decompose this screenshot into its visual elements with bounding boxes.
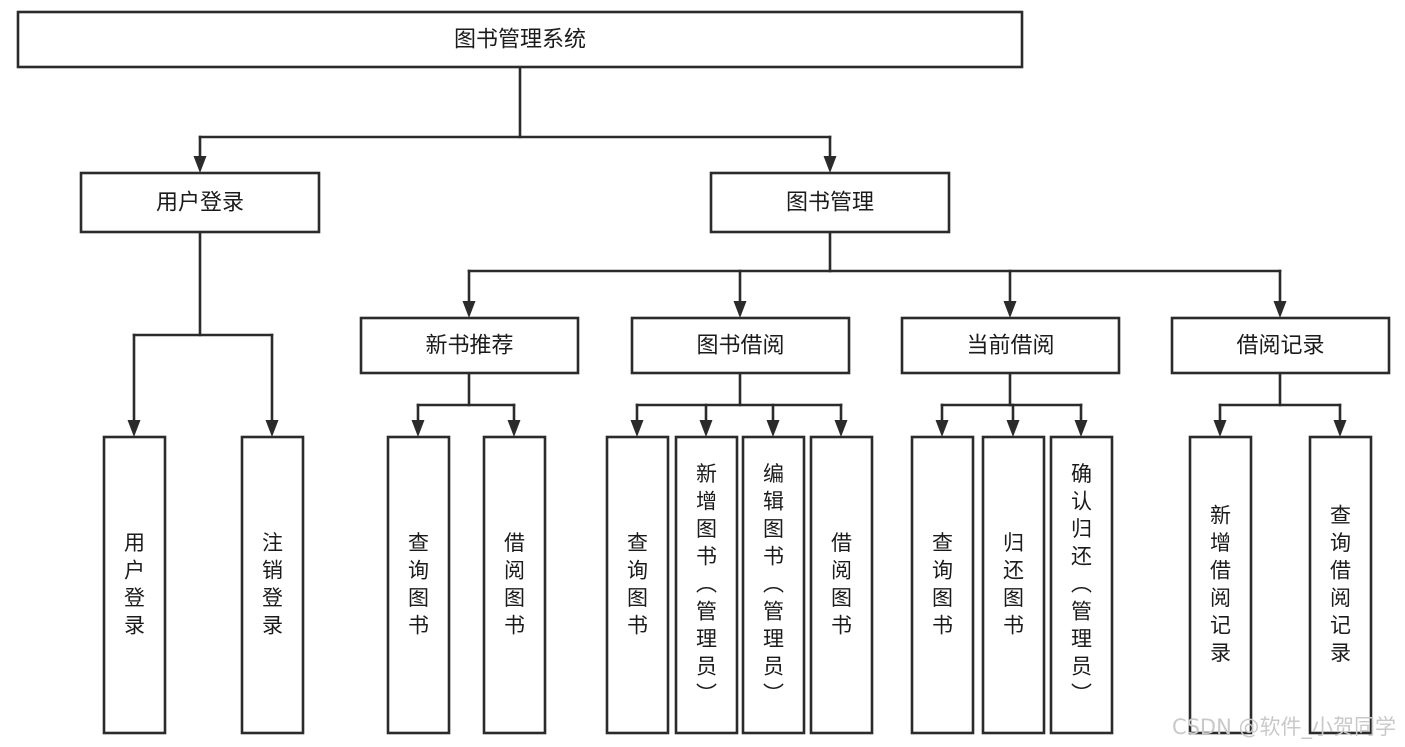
node-box-leaf-query-book-borrow[interactable] xyxy=(605,435,670,735)
node-label-leaf-query-borrow-record: 查询借阅记录 xyxy=(1330,503,1351,665)
node-label-leaf-add-book-admin: 新增图书︵管理员︶ xyxy=(696,462,717,706)
node-label-leaf-query-book-current: 查询图书 xyxy=(932,531,953,638)
node-box-leaf-add-borrow-record[interactable] xyxy=(1188,435,1253,735)
connector-group xyxy=(1213,371,1347,437)
connector-arrow-icon xyxy=(265,420,279,437)
node-box-borrow-record[interactable] xyxy=(1170,316,1391,375)
connector-layer xyxy=(127,65,1347,437)
connector-arrow-icon xyxy=(766,420,780,437)
node-box-leaf-edit-book-admin[interactable] xyxy=(741,435,806,735)
node-label-leaf-borrow-book-recommend: 借阅图书 xyxy=(504,531,525,638)
node-label-leaf-borrow-book: 借阅图书 xyxy=(831,531,852,638)
node-box-leaf-query-book-current[interactable] xyxy=(910,435,975,735)
node-label-current-borrow: 当前借阅 xyxy=(966,334,1054,359)
node-leaf-confirm-return-admin[interactable]: 确认归还︵管理员︶ xyxy=(1049,435,1114,735)
node-leaf-borrow-book-recommend[interactable]: 借阅图书 xyxy=(482,435,547,735)
node-label-book-management: 图书管理 xyxy=(786,191,874,216)
node-label-book-borrow: 图书借阅 xyxy=(696,334,784,359)
node-leaf-add-borrow-record[interactable]: 新增借阅记录 xyxy=(1188,435,1253,735)
node-label-leaf-add-borrow-record: 新增借阅记录 xyxy=(1210,503,1231,665)
csdn-watermark: CSDN @软件_小贺同学 xyxy=(1172,715,1396,740)
connector-group xyxy=(193,65,837,173)
node-leaf-borrow-book[interactable]: 借阅图书 xyxy=(809,435,874,735)
node-leaf-query-borrow-record[interactable]: 查询借阅记录 xyxy=(1308,435,1373,735)
connector-arrow-icon xyxy=(1074,420,1088,437)
node-root[interactable]: 图书管理系统 xyxy=(16,10,1024,69)
node-box-leaf-add-book-admin[interactable] xyxy=(674,435,739,735)
node-leaf-logout[interactable]: 注销登录 xyxy=(240,435,305,735)
node-box-leaf-query-book-recommend[interactable] xyxy=(386,435,451,735)
connector-arrow-icon xyxy=(733,301,747,318)
node-box-new-book-recommend[interactable] xyxy=(359,316,580,375)
connector-arrow-icon xyxy=(630,420,644,437)
node-label-leaf-user-login: 用户登录 xyxy=(124,531,145,638)
connector-arrow-icon xyxy=(1006,420,1020,437)
node-leaf-query-book-borrow[interactable]: 查询图书 xyxy=(605,435,670,735)
connector-arrow-icon xyxy=(1273,301,1287,318)
connector-arrow-icon xyxy=(699,420,713,437)
connector-arrow-icon xyxy=(1213,420,1227,437)
connector-arrow-icon xyxy=(507,420,521,437)
node-leaf-add-book-admin[interactable]: 新增图书︵管理员︶ xyxy=(674,435,739,735)
node-box-book-management[interactable] xyxy=(709,171,951,234)
connector-group xyxy=(127,230,279,437)
node-layer: 图书管理系统用户登录图书管理新书推荐图书借阅当前借阅借阅记录用户登录注销登录查询… xyxy=(16,10,1391,735)
node-box-user-login[interactable] xyxy=(79,171,321,234)
connector-group xyxy=(462,230,1287,318)
node-leaf-edit-book-admin[interactable]: 编辑图书︵管理员︶ xyxy=(741,435,806,735)
node-label-new-book-recommend: 新书推荐 xyxy=(425,334,513,359)
node-borrow-record[interactable]: 借阅记录 xyxy=(1170,316,1391,375)
connector-group xyxy=(630,371,848,437)
node-label-borrow-record: 借阅记录 xyxy=(1236,334,1324,359)
connector-arrow-icon xyxy=(193,156,207,173)
connector-arrow-icon xyxy=(462,301,476,318)
connector-arrow-icon xyxy=(823,156,837,173)
connector-arrow-icon xyxy=(834,420,848,437)
node-box-leaf-user-login[interactable] xyxy=(102,435,167,735)
connector-arrow-icon xyxy=(1003,301,1017,318)
node-book-borrow[interactable]: 图书借阅 xyxy=(630,316,851,375)
node-label-leaf-logout: 注销登录 xyxy=(262,531,283,638)
node-label-user-login: 用户登录 xyxy=(156,191,244,216)
node-label-leaf-query-book-recommend: 查询图书 xyxy=(408,531,429,638)
connector-group xyxy=(935,371,1088,437)
node-box-leaf-borrow-book-recommend[interactable] xyxy=(482,435,547,735)
node-box-leaf-logout[interactable] xyxy=(240,435,305,735)
node-leaf-user-login[interactable]: 用户登录 xyxy=(102,435,167,735)
node-label-leaf-edit-book-admin: 编辑图书︵管理员︶ xyxy=(763,462,784,706)
node-leaf-query-book-recommend[interactable]: 查询图书 xyxy=(386,435,451,735)
node-leaf-query-book-current[interactable]: 查询图书 xyxy=(910,435,975,735)
node-box-leaf-confirm-return-admin[interactable] xyxy=(1049,435,1114,735)
node-new-book-recommend[interactable]: 新书推荐 xyxy=(359,316,580,375)
node-current-borrow[interactable]: 当前借阅 xyxy=(900,316,1121,375)
node-box-leaf-borrow-book[interactable] xyxy=(809,435,874,735)
node-label-root: 图书管理系统 xyxy=(454,28,586,53)
node-box-current-borrow[interactable] xyxy=(900,316,1121,375)
connector-arrow-icon xyxy=(1333,420,1347,437)
node-box-leaf-return-book[interactable] xyxy=(981,435,1046,735)
node-box-leaf-query-borrow-record[interactable] xyxy=(1308,435,1373,735)
connector-arrow-icon xyxy=(935,420,949,437)
node-user-login[interactable]: 用户登录 xyxy=(79,171,321,234)
connector-arrow-icon xyxy=(127,420,141,437)
connector-arrow-icon xyxy=(411,420,425,437)
node-label-leaf-return-book: 归还图书 xyxy=(1003,531,1024,638)
node-book-management[interactable]: 图书管理 xyxy=(709,171,951,234)
node-box-book-borrow[interactable] xyxy=(630,316,851,375)
node-leaf-return-book[interactable]: 归还图书 xyxy=(981,435,1046,735)
node-label-leaf-query-book-borrow: 查询图书 xyxy=(627,531,648,638)
node-box-root[interactable] xyxy=(16,10,1024,69)
connector-group xyxy=(411,371,521,437)
node-label-leaf-confirm-return-admin: 确认归还︵管理员︶ xyxy=(1071,462,1092,706)
